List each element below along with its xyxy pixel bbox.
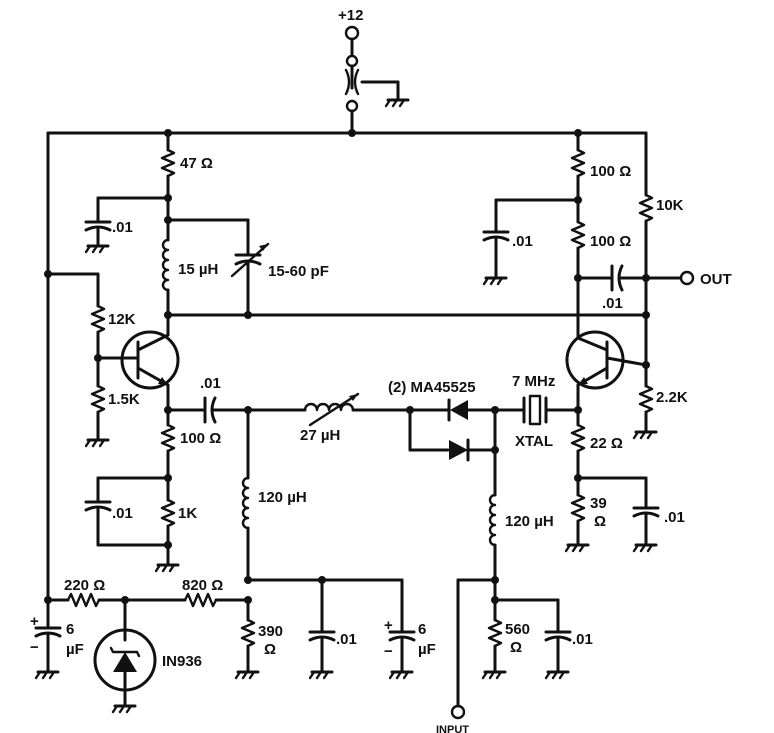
left-bias-divider [44, 270, 130, 448]
r47-label: 47 Ω [180, 155, 213, 172]
zener-label: IN936 [162, 653, 202, 670]
bottom-rail [44, 576, 560, 720]
capacitor-coupling [166, 396, 252, 424]
svg-text:+: + [384, 617, 393, 634]
right-collector-chain [570, 131, 586, 340]
svg-text:+: + [30, 613, 39, 630]
r39-unit-label: Ω [594, 513, 606, 530]
inductor-15uh [161, 218, 172, 319]
r100-emitter-label: 100 Ω [180, 430, 221, 447]
r2-2k-resistor [632, 384, 658, 440]
r100-top-right-label: 100 Ω [590, 163, 631, 180]
xtal-freq-label: 7 MHz [512, 373, 555, 390]
c01-top-left-label: .01 [112, 219, 133, 236]
capacitor-c01-top-left [84, 196, 170, 254]
zener-diode [93, 598, 157, 714]
r10k-label: 10K [656, 197, 684, 214]
l27-label: 27 µH [300, 427, 340, 444]
ground-symbol [384, 80, 410, 108]
transistor-left [120, 313, 180, 414]
transistor-right [565, 330, 648, 412]
supply-terminal [344, 25, 400, 135]
inductor-120uh-left [241, 408, 252, 584]
c6-right-label: 6 [418, 621, 426, 638]
variable-inductor-27uh [246, 392, 414, 427]
right-emitter-chain [564, 408, 590, 553]
r560-resistor [481, 598, 507, 680]
r47-resistor [160, 131, 176, 224]
c01-coupling-label: .01 [200, 375, 221, 392]
trimmer-label: 15-60 pF [268, 263, 329, 280]
r1-5k-label: 1.5K [108, 391, 140, 408]
r560-label: 560 [505, 621, 530, 638]
capacitor-6uf-left: + − [30, 598, 62, 680]
r22-label: 22 Ω [590, 435, 623, 452]
input-label: INPUT [436, 724, 469, 733]
c6-right-unit-label: µF [418, 641, 436, 658]
supply-label: +12 [338, 7, 363, 24]
r560-unit-label: Ω [510, 639, 522, 656]
r390-unit-label: Ω [264, 641, 276, 658]
c01-out-label: .01 [602, 295, 623, 312]
c6-left-label: 6 [66, 621, 74, 638]
c6-left-unit-label: µF [66, 641, 84, 658]
r220-label: 220 Ω [64, 577, 105, 594]
r390-resistor [234, 598, 260, 680]
capacitor-6uf-right: + − [384, 578, 416, 680]
r1k-label: 1K [178, 505, 197, 522]
capacitor-c01-bottom-right [544, 598, 572, 680]
c01-right-mid-label: .01 [664, 509, 685, 526]
r10k-resistor [638, 193, 654, 388]
capacitor-c01-right-top [482, 198, 580, 286]
r100-right-2-label: 100 Ω [590, 233, 631, 250]
capacitor-c01-bottom [308, 578, 336, 680]
diodes-label: (2) MA45525 [388, 379, 476, 396]
xtal-label: XTAL [515, 433, 553, 450]
capacitor-c01-right-mid [576, 476, 660, 553]
left-emitter-chain [154, 408, 180, 573]
trimmer-capacitor [166, 218, 270, 319]
svg-text:−: − [384, 643, 393, 660]
c01-left-mid-label: .01 [112, 505, 133, 522]
r2-2k-label: 2.2K [656, 389, 688, 406]
diode-pair [408, 398, 499, 462]
c01-right-top-label: .01 [512, 233, 533, 250]
r39-label: 39 [590, 495, 607, 512]
r390-label: 390 [258, 623, 283, 640]
top-rail [46, 129, 648, 602]
output-capacitor [576, 264, 695, 292]
crystal [493, 394, 582, 426]
out-label: OUT [700, 271, 732, 288]
r820-label: 820 Ω [182, 577, 223, 594]
c01-bottom-label: .01 [336, 631, 357, 648]
svg-text:−: − [30, 639, 39, 656]
l120-left-label: 120 µH [258, 489, 307, 506]
r12k-label: 12K [108, 311, 136, 328]
l15-label: 15 µH [178, 261, 218, 278]
c01-bottom-right-label: .01 [572, 631, 593, 648]
capacitor-c01-left-mid [84, 476, 170, 547]
l120-right-label: 120 µH [505, 513, 554, 530]
